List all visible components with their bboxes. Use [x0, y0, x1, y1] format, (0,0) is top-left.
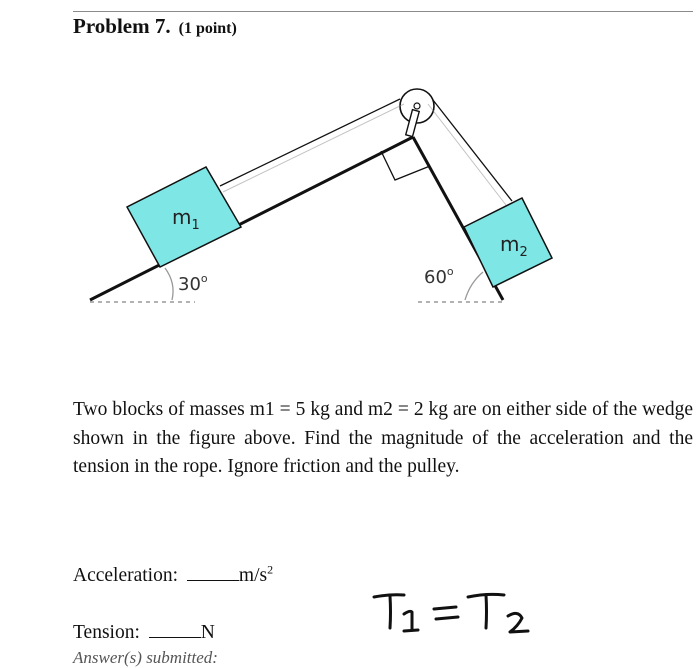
rope-right: [432, 99, 513, 202]
acceleration-unit-exponent: 2: [267, 562, 274, 577]
tension-answer-row: Tension: N: [73, 622, 215, 644]
angle-arc-right: [464, 271, 484, 301]
angle-30-value: 30: [178, 274, 201, 295]
answers-submitted-label: Answer(s) submitted:: [73, 648, 218, 667]
problem-title: Problem 7.: [73, 14, 171, 38]
handwritten-note-drawing: [372, 592, 530, 634]
m2-symbol: m: [500, 232, 519, 256]
tension-input-blank[interactable]: [148, 636, 201, 638]
pulley-mount: [404, 108, 421, 138]
problem-statement: Two blocks of masses m1 = 5 kg and m2 = …: [73, 399, 693, 477]
right-angle-marker: [380, 150, 431, 181]
hw-equals-top: [432, 605, 458, 611]
m1-symbol: m: [172, 205, 191, 229]
rope-right-lower: [427, 103, 507, 206]
angle-30-label: 30o: [178, 272, 208, 295]
angle-60-value: 60: [424, 267, 447, 288]
acceleration-unit: m/s: [238, 565, 268, 586]
m1-subscript: 1: [191, 218, 199, 233]
problem-header: Problem 7. (1 point): [73, 14, 237, 39]
angle-60-label: 60o: [424, 265, 454, 288]
incline-left: [89, 135, 414, 302]
hw-1: [402, 609, 420, 633]
m2-subscript: 2: [519, 245, 527, 260]
acceleration-answer-row: Acceleration: m/s2: [73, 562, 274, 587]
problem-points: (1 point): [178, 20, 237, 37]
rope-left: [219, 98, 401, 187]
hw-2: [506, 611, 530, 634]
angle-30-degree: o: [201, 272, 208, 285]
pulley-axle: [413, 102, 421, 110]
acceleration-input-blank[interactable]: [186, 579, 239, 581]
angle-arc-left: [164, 267, 174, 301]
block-m1-label: m1: [172, 205, 200, 233]
hw-equals-bottom: [434, 615, 460, 621]
block-m2: [463, 196, 554, 289]
tension-label: Tension:: [73, 622, 140, 643]
tension-unit: N: [200, 622, 215, 643]
hw-T2-stem: [484, 593, 488, 630]
block-m2-label: m2: [500, 232, 528, 260]
top-divider: [73, 11, 693, 12]
block-m1: [125, 166, 243, 268]
acceleration-label: Acceleration:: [73, 565, 179, 586]
rope-left-lower: [222, 103, 405, 193]
angle-60-degree: o: [447, 265, 454, 278]
hw-T1-stem: [388, 594, 392, 630]
